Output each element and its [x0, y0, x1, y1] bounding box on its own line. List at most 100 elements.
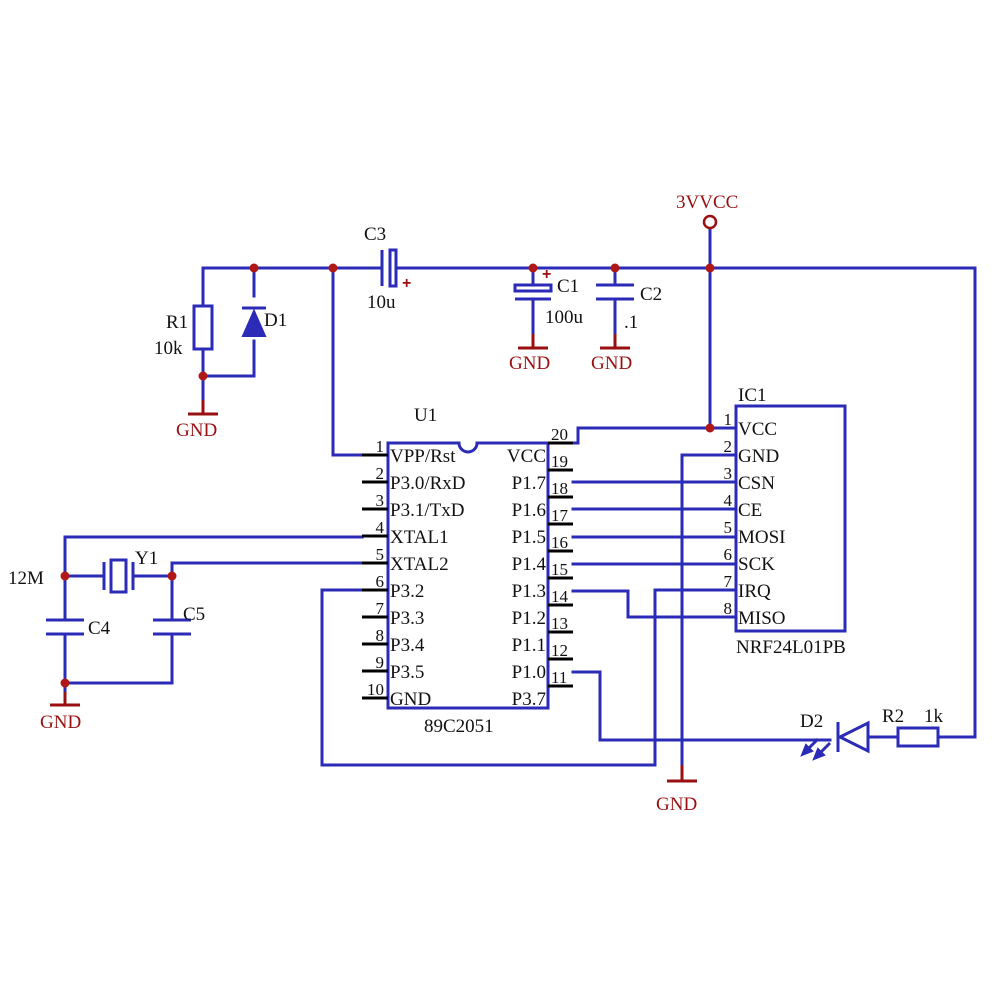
wires — [63, 226, 977, 767]
pin-number: 18 — [551, 479, 568, 498]
pin-label: VCC — [738, 419, 777, 440]
pin-label: P1.6 — [512, 500, 546, 521]
pin-label: P1.0 — [512, 662, 546, 683]
junction-dot — [705, 263, 715, 273]
pin-number: 20 — [551, 425, 568, 444]
junction-dot — [167, 571, 177, 581]
gnd-label: GND — [591, 353, 632, 374]
junction-dot — [328, 263, 338, 273]
c2-value: .1 — [624, 312, 638, 333]
gnd-c1: GND — [509, 334, 550, 374]
capacitor-c2: C2 .1 — [596, 283, 662, 333]
resistor-r1: R1 10k — [154, 304, 214, 359]
pin-number: 8 — [724, 599, 733, 618]
gnd-r1: GND — [176, 400, 218, 441]
vcc-source: 3VVCC — [676, 192, 738, 230]
pin-label: MISO — [738, 608, 786, 629]
pin-number: 17 — [551, 506, 569, 525]
ic-body — [386, 441, 550, 710]
c4-ref: C4 — [88, 618, 111, 639]
gnd-crystal: GND — [40, 692, 81, 733]
pin-number: 3 — [724, 464, 733, 483]
ic1-part: NRF24L01PB — [736, 637, 846, 658]
junction-dot — [610, 263, 620, 273]
u1-part: 89C2051 — [424, 716, 494, 737]
pin-number: 1 — [376, 437, 385, 456]
capacitor-c5: C5 — [153, 604, 205, 636]
pin-number: 8 — [376, 626, 385, 645]
gnd-label: GND — [176, 420, 217, 441]
junction-dot — [705, 423, 715, 433]
pin-label: XTAL2 — [390, 554, 449, 575]
resistor-icon — [896, 726, 940, 748]
pin-label: P1.5 — [512, 527, 546, 548]
ic-body — [734, 404, 847, 633]
pin-label: GND — [390, 689, 431, 710]
wire-top-rail-right — [394, 266, 977, 739]
y1-ref: Y1 — [135, 548, 158, 569]
pin-label: P1.1 — [512, 635, 546, 656]
gnd-c2: GND — [591, 334, 632, 374]
pin-label: P1.4 — [512, 554, 547, 575]
junction-dot — [528, 263, 538, 273]
capacitor-icon — [513, 283, 553, 293]
pin-label: P3.1/TxD — [390, 500, 464, 521]
pin-label: P3.4 — [390, 635, 425, 656]
r2-value: 1k — [924, 706, 944, 727]
pin-label: VPP/Rst — [390, 446, 456, 467]
plus-icon: + — [542, 266, 551, 283]
pin-number: 9 — [376, 653, 385, 672]
vcc-terminal-icon — [702, 214, 718, 230]
wire-ic1-gnd — [680, 453, 738, 767]
capacitor-c1: + C1 100u — [513, 266, 584, 328]
pin-label: IRQ — [738, 581, 771, 602]
pin-label: CE — [738, 500, 762, 521]
diode-icon — [241, 308, 267, 337]
c2-ref: C2 — [640, 284, 662, 305]
wire-xtal1 — [63, 535, 364, 685]
wire-irq — [320, 588, 738, 767]
junction-dot — [249, 263, 259, 273]
pin-label: VCC — [507, 446, 546, 467]
ic1-ref: IC1 — [738, 385, 767, 406]
diode-d1: D1 — [241, 306, 287, 337]
pin-label: P3.2 — [390, 581, 424, 602]
pin-number: 14 — [551, 587, 569, 606]
capacitor-c4: C4 — [46, 618, 111, 639]
pin-number: 12 — [551, 641, 568, 660]
pin-number: 6 — [376, 572, 385, 591]
gnd-label: GND — [656, 794, 697, 815]
pin-label: CSN — [738, 473, 775, 494]
pin-label: P3.0/RxD — [390, 473, 466, 494]
pin-number: 7 — [376, 599, 385, 618]
y1-value: 12M — [8, 568, 44, 589]
junction-dot — [60, 571, 70, 581]
pin-label: XTAL1 — [390, 527, 449, 548]
wire-r1-branch — [201, 266, 256, 416]
wire-p13-miso — [571, 589, 738, 619]
r1-value: 10k — [154, 338, 183, 359]
wire-xtal2 — [63, 561, 364, 685]
pin-label: MOSI — [738, 527, 786, 548]
gnd-label: GND — [509, 353, 550, 374]
led-icon — [836, 720, 870, 754]
pin-label: P3.3 — [390, 608, 424, 629]
pin-label: P1.2 — [512, 608, 546, 629]
pin-number: 6 — [724, 545, 733, 564]
pin-number: 3 — [376, 491, 385, 510]
c5-ref: C5 — [183, 604, 205, 625]
junction-dot — [60, 678, 70, 688]
led-d2: D2 — [800, 711, 870, 761]
c1-ref: C1 — [557, 276, 579, 297]
c3-value: 10u — [367, 292, 396, 313]
pin-number: 11 — [551, 668, 567, 687]
vcc-label: 3VVCC — [676, 192, 738, 213]
pin-label: P3.7 — [512, 689, 546, 710]
pin-number: 7 — [724, 572, 733, 591]
c1-value: 100u — [545, 307, 584, 328]
junctions — [60, 263, 715, 688]
capacitor-c3: + C3 10u — [364, 224, 411, 313]
pin-number: 5 — [376, 545, 385, 564]
